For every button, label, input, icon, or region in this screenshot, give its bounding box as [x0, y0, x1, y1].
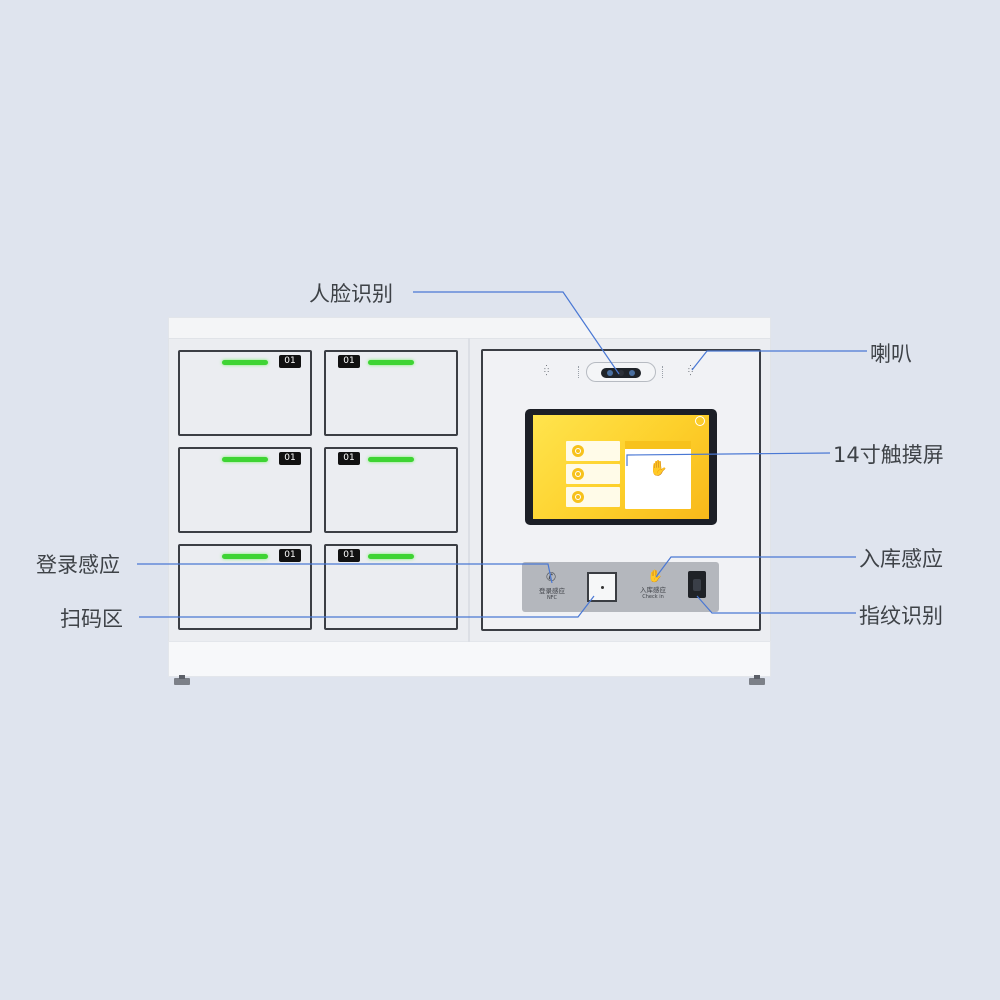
face-camera	[586, 362, 656, 382]
locker-number: 01	[338, 355, 360, 368]
display-menu-item[interactable]	[566, 441, 620, 461]
menu-icon	[572, 491, 584, 503]
checkin-sensor-sub: Check in	[642, 594, 664, 600]
status-light	[222, 554, 268, 559]
locker-door[interactable]: 01	[178, 447, 312, 533]
locker-door[interactable]: 01	[178, 544, 312, 630]
display-header	[533, 415, 709, 427]
locker-door[interactable]: 01	[324, 447, 458, 533]
locker-door[interactable]: 01	[324, 544, 458, 630]
menu-icon	[572, 445, 584, 457]
display-menu-item[interactable]	[566, 464, 620, 484]
locker-door[interactable]: 01	[324, 350, 458, 436]
locker-number: 01	[279, 355, 301, 368]
camera-mic-right	[662, 366, 665, 378]
locker-number: 01	[279, 549, 301, 562]
cabinet-foot-left	[174, 675, 190, 685]
cabinet-foot-right	[749, 675, 765, 685]
checkin-sensor-label: 入库感应	[640, 586, 666, 594]
fingerprint-sensor[interactable]	[693, 579, 701, 591]
callout-fingerprint: 指纹识别	[859, 604, 943, 628]
camera-lens-icon	[629, 370, 635, 376]
camera-lens-icon	[618, 370, 624, 376]
status-light	[222, 360, 268, 365]
status-light	[368, 554, 414, 559]
touchscreen-display[interactable]: ✋	[533, 415, 709, 519]
locker-number: 01	[279, 452, 301, 465]
callout-scan-area: 扫码区	[60, 607, 123, 631]
status-light	[222, 457, 268, 462]
camera-lens-icon	[607, 370, 613, 376]
display-menu-item[interactable]	[566, 487, 620, 507]
qr-scanner[interactable]	[587, 572, 617, 602]
callout-login-sensor: 登录感应	[36, 553, 120, 577]
fingerprint-reader[interactable]	[688, 571, 706, 598]
locker-number: 01	[338, 452, 360, 465]
display-card-title	[625, 441, 691, 449]
callout-checkin-sensor: 入库感应	[859, 547, 943, 571]
login-sensor[interactable]	[530, 568, 574, 608]
locker-number: 01	[338, 549, 360, 562]
locker-door[interactable]: 01	[178, 350, 312, 436]
checkin-sensor[interactable]	[632, 566, 676, 606]
status-light	[368, 360, 414, 365]
camera-mic-left	[578, 366, 581, 378]
scanner-lens	[601, 586, 604, 589]
power-icon[interactable]	[695, 416, 705, 426]
callout-face-recognition: 人脸识别	[309, 282, 393, 306]
callout-speaker: 喇叭	[870, 342, 912, 366]
camera-lens-bar	[601, 368, 641, 378]
callout-touchscreen: 14寸触摸屏	[833, 443, 944, 467]
login-sensor-label: 登录感应	[539, 587, 565, 595]
speaker-grille-left-icon: ∴∵	[544, 363, 549, 378]
speaker-grille-right-icon: ∴∵	[688, 363, 693, 378]
cabinet-top	[168, 317, 771, 339]
menu-icon	[572, 468, 584, 480]
display-menu	[566, 441, 620, 509]
cabinet-base	[168, 641, 771, 677]
cabinet-seam	[468, 338, 470, 642]
display-login-card[interactable]: ✋	[625, 441, 691, 509]
status-light	[368, 457, 414, 462]
nfc-hand-icon: ✋	[649, 459, 668, 477]
touchscreen-bezel: ✋	[525, 409, 717, 525]
